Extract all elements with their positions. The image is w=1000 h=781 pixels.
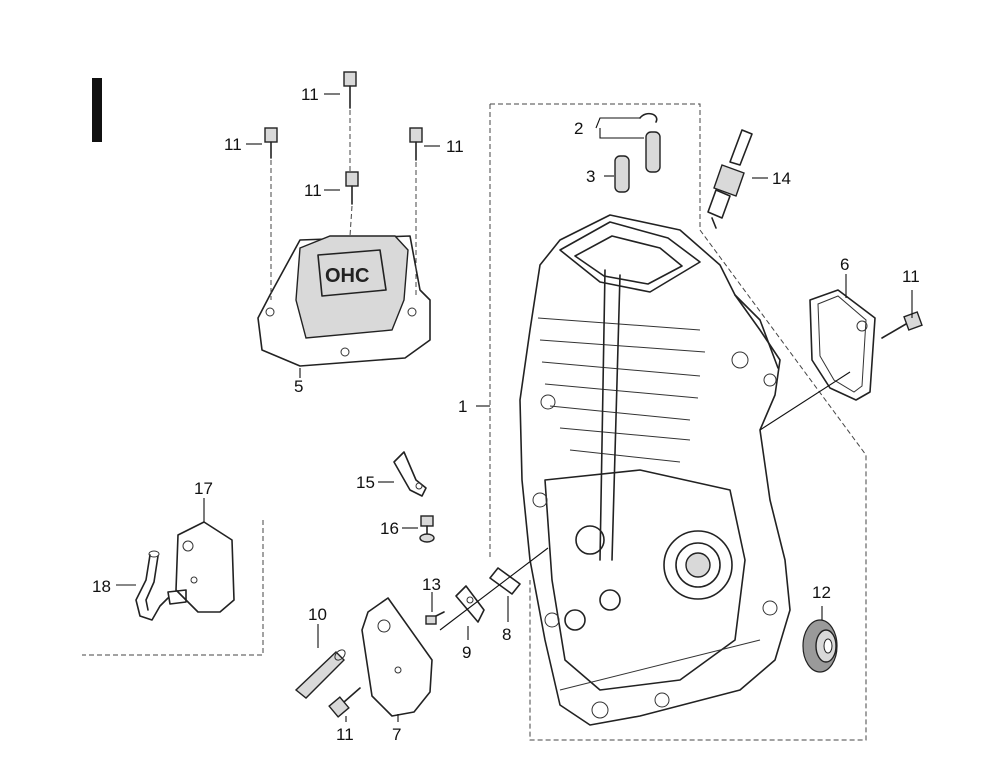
callout-16: 16 <box>380 519 399 538</box>
callout-9: 9 <box>462 643 471 662</box>
leader-lines <box>116 93 913 722</box>
callout-11-a: 11 <box>301 85 319 104</box>
callout-15: 15 <box>356 473 375 492</box>
callout-labels: 11 11 11 11 5 2 3 14 1 6 11 12 15 16 17 … <box>92 85 920 744</box>
breather-tube <box>135 550 169 621</box>
valve-parts <box>614 112 661 193</box>
callout-1: 1 <box>458 397 467 416</box>
guide-tube <box>294 649 346 699</box>
callout-6: 6 <box>840 255 849 274</box>
plate-9 <box>455 585 485 623</box>
callout-11-b: 11 <box>224 135 242 154</box>
callout-17: 17 <box>194 479 213 498</box>
section-marker <box>92 78 102 142</box>
svg-text:OHC: OHC <box>325 265 369 287</box>
callout-8: 8 <box>502 625 511 644</box>
callout-10: 10 <box>308 605 327 624</box>
breather-cover <box>167 521 235 613</box>
cylinder-frame-top <box>490 103 701 230</box>
callout-14: 14 <box>772 169 791 188</box>
bolt-11-b <box>264 127 278 159</box>
callout-11-d: 11 <box>304 181 322 200</box>
screw-13 <box>425 611 445 625</box>
bolt-16 <box>419 515 435 543</box>
callout-3: 3 <box>586 167 595 186</box>
plate-7 <box>361 597 433 717</box>
cylinder-frame-right <box>529 229 867 741</box>
oil-seal <box>802 619 838 673</box>
callout-7: 7 <box>392 725 401 744</box>
callout-2: 2 <box>574 119 583 138</box>
gasket-guide <box>759 371 851 431</box>
plate-guide <box>439 547 549 631</box>
callout-5: 5 <box>294 377 303 396</box>
bolt-11-e <box>881 311 923 339</box>
bolt-11-a <box>343 71 357 109</box>
callout-12: 12 <box>812 583 831 602</box>
bolt-11-f <box>328 687 361 718</box>
gasket-6 <box>809 289 876 401</box>
head-cover: OHC <box>257 235 431 367</box>
callout-13: 13 <box>422 575 441 594</box>
spark-plug <box>707 129 753 229</box>
clip-15 <box>393 451 427 497</box>
cylinder-block <box>519 214 791 726</box>
callout-18: 18 <box>92 577 111 596</box>
callout-11-c: 11 <box>446 137 464 156</box>
callout-11-f: 11 <box>336 725 354 744</box>
breather-frame <box>82 520 264 656</box>
bolt-11-d <box>345 171 359 205</box>
bolt-11-c <box>409 127 423 161</box>
callout-11-e: 11 <box>902 267 920 286</box>
gasket-8 <box>489 567 521 595</box>
